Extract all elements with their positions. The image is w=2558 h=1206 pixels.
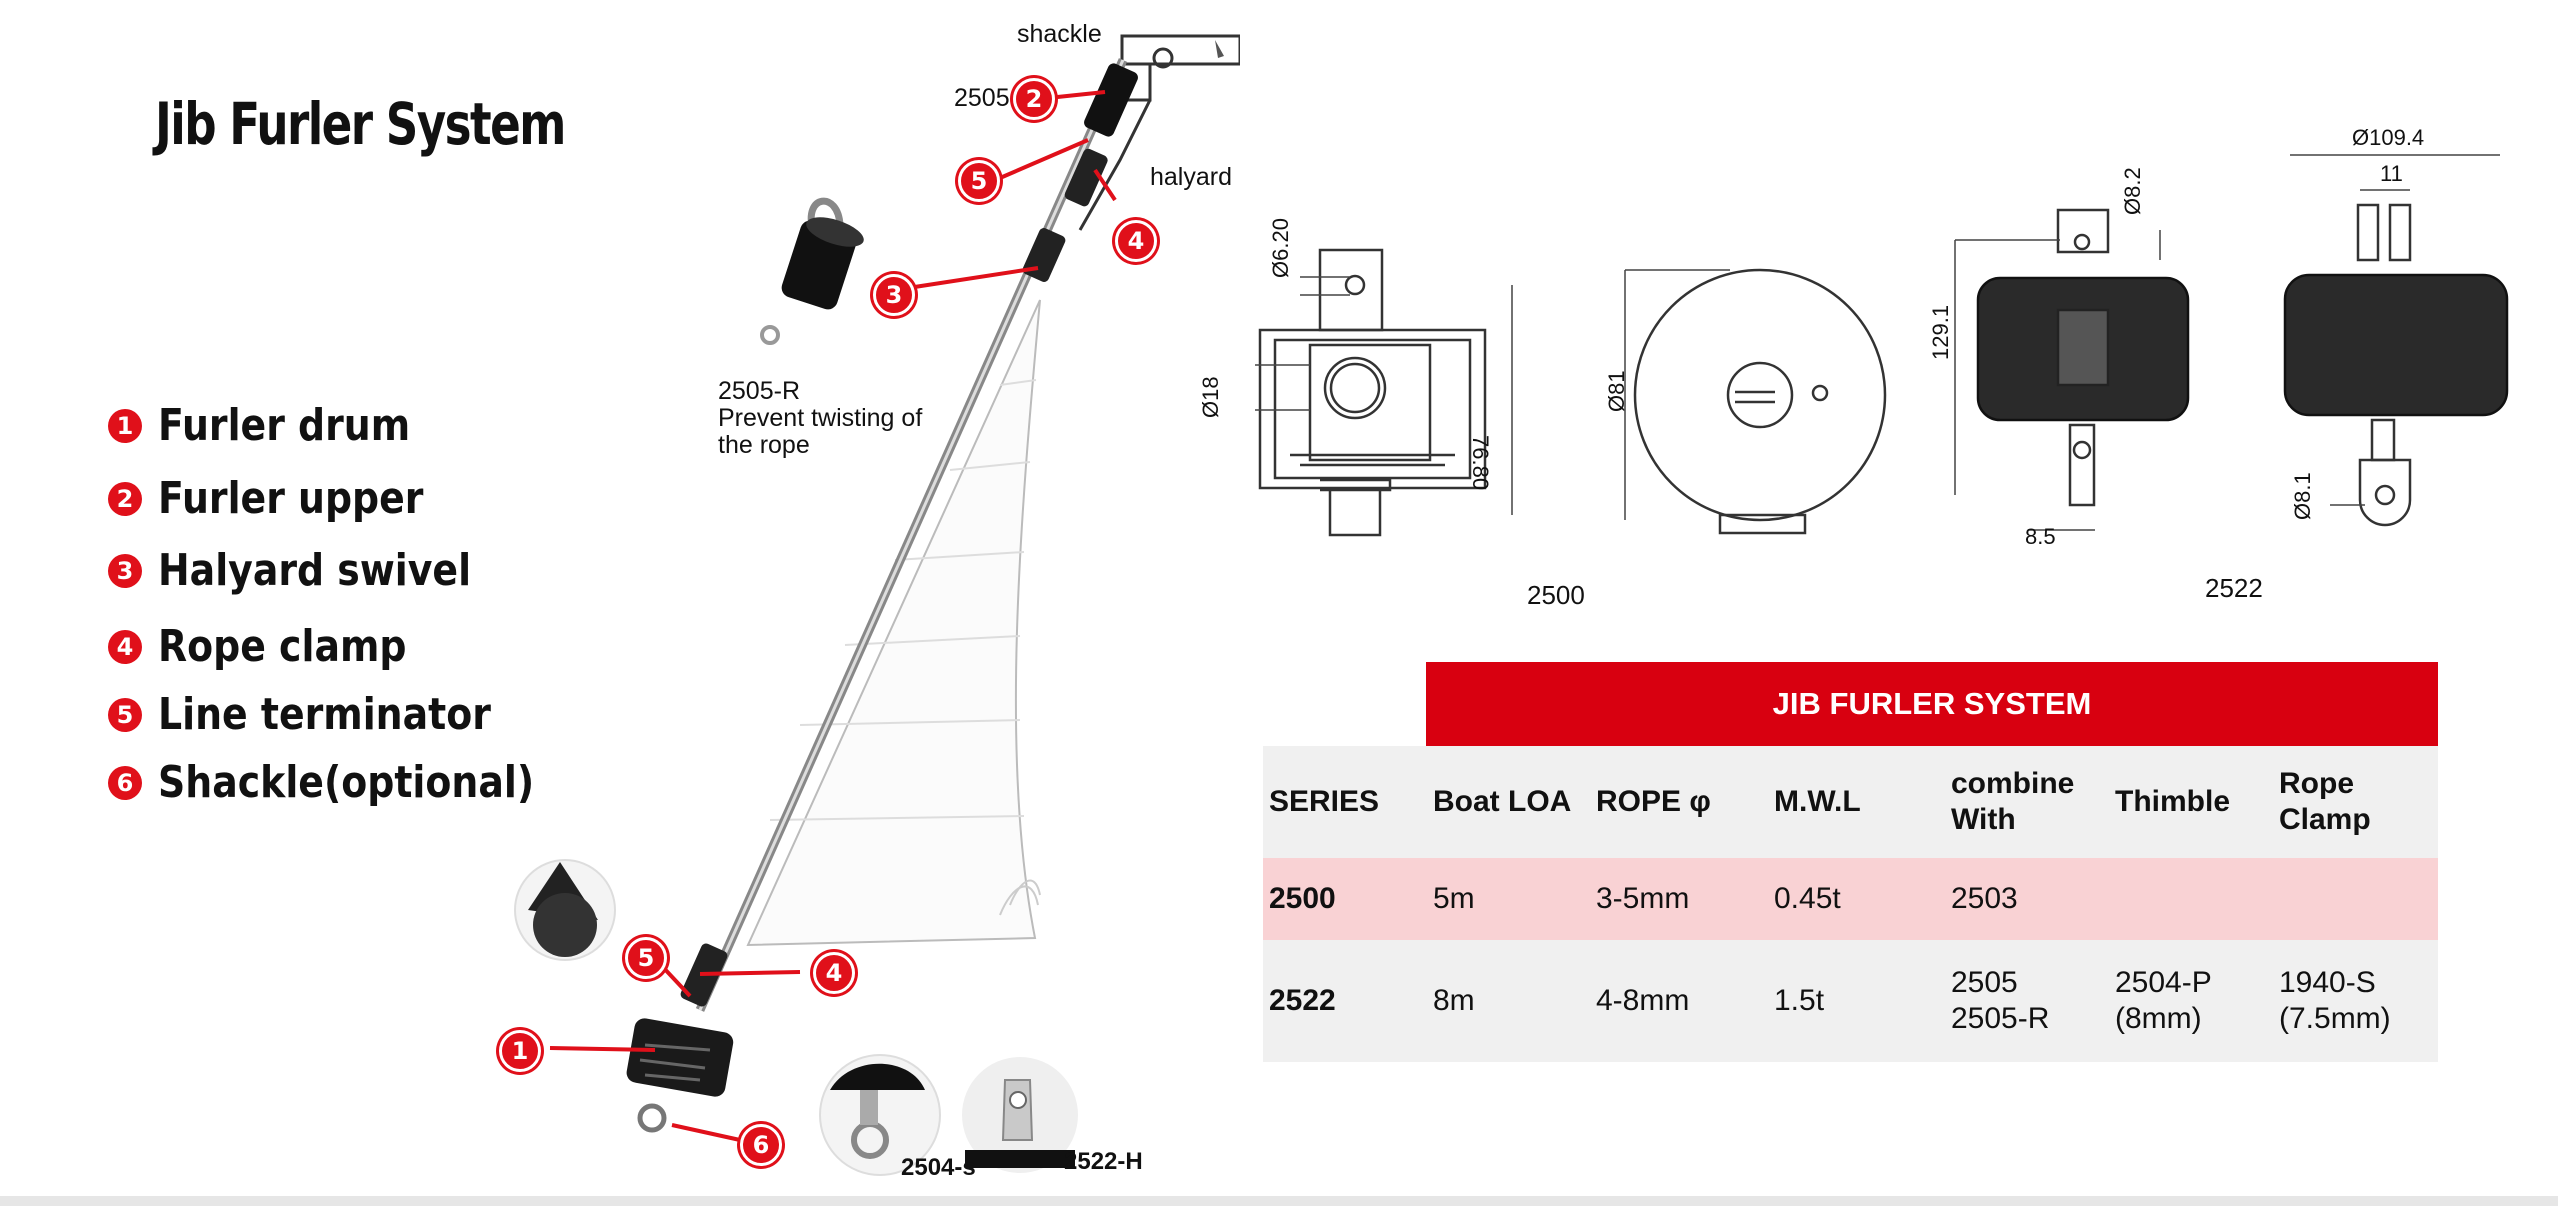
- number-1-icon: 1: [108, 408, 142, 443]
- table-cell: 2504-P (8mm): [2115, 966, 2212, 1035]
- jib-sail: [746, 299, 1041, 947]
- page-title: Jib Furler System: [155, 90, 566, 158]
- shackle-label: shackle: [1017, 20, 1102, 48]
- furler-assembly-diagram: [514, 34, 1240, 1176]
- table-cell: 2500: [1269, 882, 1336, 915]
- table-cell: 4-8mm: [1596, 984, 1690, 1017]
- drawing-2500-front: [1258, 248, 1487, 537]
- table-cell: 0.45t: [1774, 882, 1841, 915]
- swivel-note-line1: Prevent twisting of: [718, 404, 923, 432]
- legend-item: 1 Furler drum: [108, 400, 451, 451]
- number-4-icon: 4: [108, 629, 142, 664]
- halyard-label: halyard: [1150, 163, 1232, 191]
- table-cell: 5m: [1433, 882, 1475, 915]
- callout-1-icon: 1: [499, 1030, 541, 1072]
- halyard-line: [1078, 99, 1152, 231]
- table-header-row: SERIES Boat LOA ROPE φ M.W.L combine Wit…: [1263, 746, 2438, 858]
- legend-item: 2 Furler upper: [108, 473, 467, 524]
- technical-drawings: [1255, 154, 2509, 537]
- table-cell: 8m: [1433, 984, 1475, 1017]
- dim-d1094: Ø109.4: [2352, 125, 2425, 150]
- table-row: 2500 5m 3-5mm 0.45t 2503: [1263, 858, 2438, 940]
- mast-head-fitting: [1120, 34, 1240, 102]
- table-cell: 2503: [1951, 882, 2018, 915]
- legend-item: 5 Line terminator: [108, 689, 545, 740]
- legend-label: Furler drum: [158, 400, 411, 451]
- dim-d18: Ø18: [1198, 376, 1223, 418]
- drawing-label-2500: 2500: [1527, 580, 1585, 610]
- column-header: M.W.L: [1774, 785, 1861, 818]
- legend-item: 4 Rope clamp: [108, 621, 447, 672]
- table-cell: 3-5mm: [1596, 882, 1690, 915]
- column-header: SERIES: [1269, 785, 1380, 818]
- halyard-swivel-photo: [760, 197, 864, 345]
- column-header: Boat LOA: [1433, 785, 1572, 818]
- drawing-label-2522: 2522: [2205, 573, 2263, 603]
- callout-3-icon: 3: [873, 274, 915, 316]
- legend-label: Line terminator: [158, 689, 491, 740]
- dim-w11: 11: [2380, 161, 2403, 186]
- drawing-2522-front: [1976, 208, 2190, 507]
- deck-block-photo: [514, 859, 616, 961]
- number-3-icon: 3: [108, 553, 142, 588]
- table-cell: 2522: [1269, 984, 1336, 1017]
- dim-h7680: 76.80: [1468, 435, 1493, 491]
- part-2505-label: 2505: [954, 84, 1010, 112]
- dim-h1291: 129.1: [1928, 304, 1953, 360]
- table-cell: 2505 2505-R: [1951, 966, 2050, 1035]
- callout-5-icon: 5: [625, 937, 667, 979]
- drawing-2522-side: [2283, 203, 2509, 527]
- column-header: Rope Clamp: [2279, 767, 2371, 836]
- table-cell: 1940-S (7.5mm): [2279, 966, 2391, 1035]
- legend-label: Halyard swivel: [158, 545, 472, 596]
- legend-item: 3 Halyard swivel: [108, 545, 522, 596]
- column-header: ROPE φ: [1596, 785, 1711, 818]
- drawing-2500-side: [1633, 268, 1887, 535]
- number-5-icon: 5: [108, 697, 142, 732]
- dim-d82: Ø8.2: [2120, 167, 2145, 215]
- legend-item: 6 Shackle(optional): [108, 757, 595, 808]
- callout-4-icon: 4: [813, 952, 855, 994]
- part-2522h-photo: [962, 1057, 1078, 1173]
- column-header: Thimble: [2115, 785, 2231, 818]
- part-2504s-label: 2504-s: [901, 1154, 976, 1181]
- dim-d81b: Ø8.1: [2290, 472, 2315, 520]
- column-header: combine With: [1951, 767, 2075, 836]
- dim-d81: Ø81: [1604, 370, 1629, 412]
- callout-6-icon: 6: [740, 1124, 782, 1166]
- bottom-divider: [0, 1196, 2558, 1206]
- number-6-icon: 6: [108, 765, 142, 800]
- swivel-code-label: 2505-R: [718, 377, 800, 405]
- table-row: 2522 8m 4-8mm 1.5t 2505 2505-R 2504-P (8…: [1263, 940, 2438, 1062]
- legend-label: Shackle(optional): [158, 757, 535, 808]
- swivel-note-line2: the rope: [718, 431, 810, 459]
- callout-5-icon: 5: [958, 160, 1000, 202]
- dim-w85: 8.5: [2025, 524, 2056, 549]
- legend-label: Rope clamp: [158, 621, 407, 672]
- callout-leaders: [549, 90, 1117, 1142]
- legend-label: Furler upper: [158, 473, 424, 524]
- dim-d620: Ø6.20: [1268, 218, 1293, 278]
- table-cell: 1.5t: [1774, 984, 1825, 1017]
- callout-2-icon: 2: [1013, 78, 1055, 120]
- number-2-icon: 2: [108, 481, 142, 516]
- part-2504s-photo: [819, 1054, 941, 1176]
- table-title: JIB FURLER SYSTEM: [1426, 662, 2438, 746]
- callout-4-icon: 4: [1115, 220, 1157, 262]
- part-2522h-label: 2522-H: [1064, 1148, 1143, 1175]
